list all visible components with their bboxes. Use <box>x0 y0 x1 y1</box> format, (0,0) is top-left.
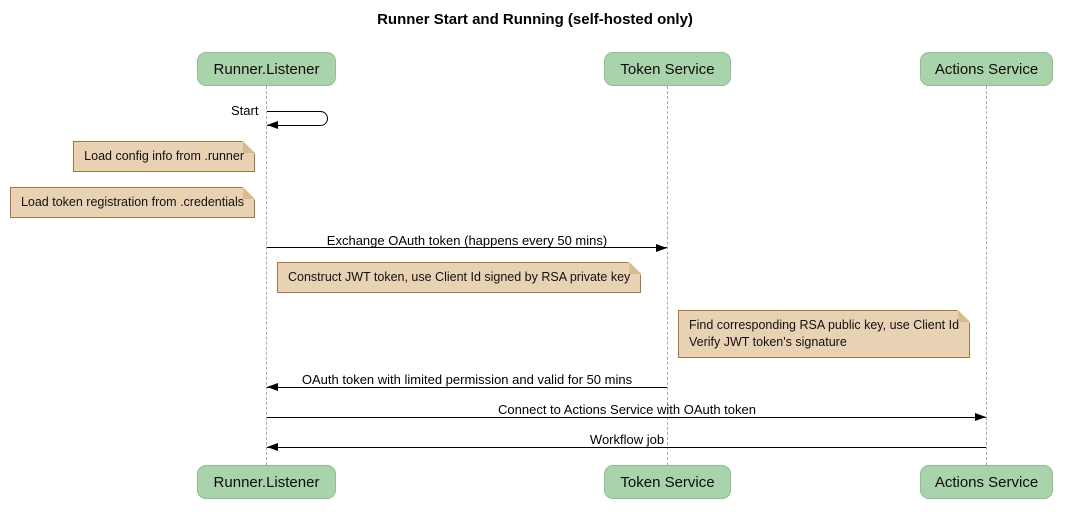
participant-actions-service-bottom: Actions Service <box>920 465 1053 499</box>
participant-runner-listener-bottom: Runner.Listener <box>197 465 336 499</box>
arrowhead-right-icon <box>656 244 667 252</box>
message-exchange-oauth-label: Exchange OAuth token (happens every 50 m… <box>326 233 608 248</box>
message-workflow-job-line <box>267 447 986 448</box>
self-message-loop <box>267 111 328 126</box>
lifeline-runner-listener <box>266 86 267 465</box>
arrowhead-left-icon <box>267 443 278 451</box>
message-connect-line <box>267 417 986 418</box>
note-find-rsa: Find corresponding RSA public key, use C… <box>678 310 971 358</box>
note-construct-jwt: Construct JWT token, use Client Id signe… <box>277 262 642 293</box>
message-oauth-return-label: OAuth token with limited permission and … <box>301 372 633 387</box>
message-exchange-oauth-line <box>267 247 667 248</box>
diagram-title: Runner Start and Running (self-hosted on… <box>377 11 693 28</box>
arrowhead-left-icon <box>267 383 278 391</box>
note-load-token-registration: Load token registration from .credential… <box>9 187 256 218</box>
participant-token-service-top: Token Service <box>604 52 731 86</box>
note-load-config: Load config info from .runner <box>73 141 255 172</box>
lifeline-token-service <box>667 86 668 465</box>
arrowhead-right-icon <box>975 413 986 421</box>
note-find-rsa-line2: Verify JWT token's signature <box>689 335 847 349</box>
participant-actions-service-top: Actions Service <box>920 52 1053 86</box>
message-start-label: Start <box>231 103 259 118</box>
message-oauth-return-line <box>267 387 667 388</box>
note-find-rsa-line1: Find corresponding RSA public key, use C… <box>689 318 960 332</box>
participant-runner-listener-top: Runner.Listener <box>197 52 336 86</box>
lifeline-actions-service <box>986 86 987 465</box>
message-workflow-job-label: Workflow job <box>589 432 665 447</box>
message-connect-label: Connect to Actions Service with OAuth to… <box>498 402 756 417</box>
participant-token-service-bottom: Token Service <box>604 465 731 499</box>
arrowhead-left-icon <box>267 121 278 129</box>
